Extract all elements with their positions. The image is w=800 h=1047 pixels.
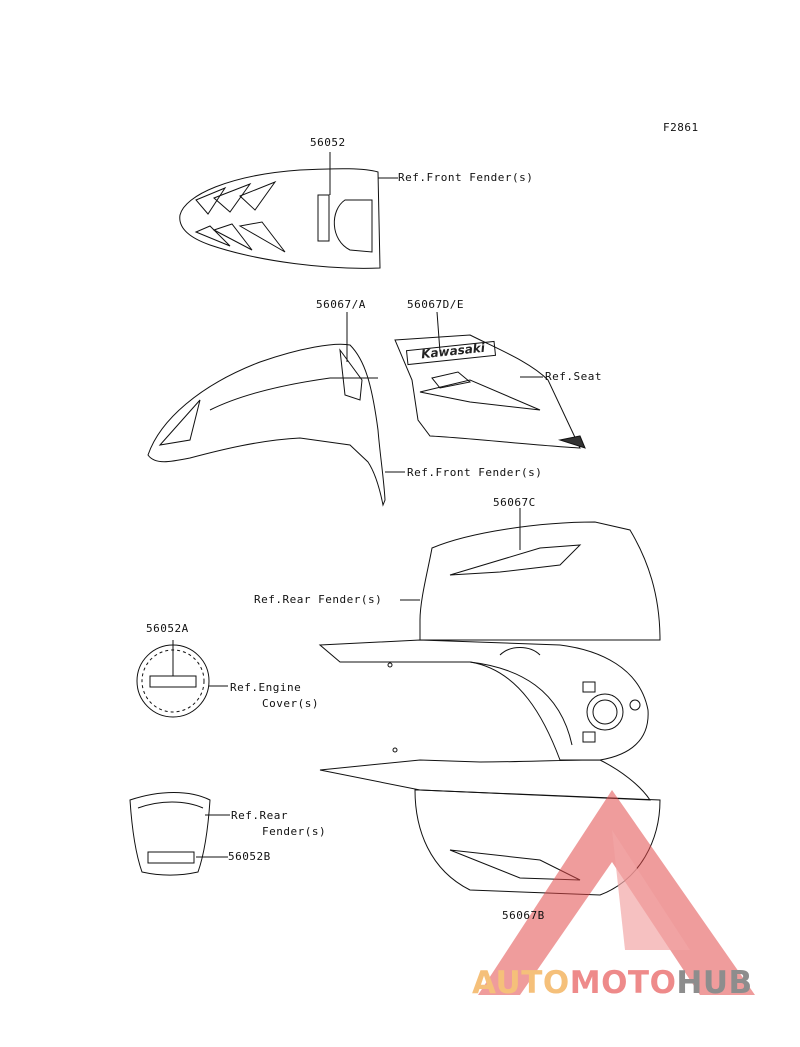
callout-ref-front-fender-mid: Ref.Front Fender(s): [407, 466, 543, 479]
rear-fender-assembly: [318, 521, 661, 896]
watermark-text: AUTOMOTOHUB: [472, 965, 753, 1001]
front-fender-top-view: [179, 168, 381, 269]
callout-56067b: 56067B: [502, 909, 545, 922]
callout-ref-seat: Ref.Seat: [545, 370, 602, 383]
watermark-logo-triangle: [478, 790, 755, 995]
callout-ref-front-fender-top: Ref.Front Fender(s): [398, 171, 534, 184]
callout-56052b: 56052B: [228, 850, 271, 863]
watermark-moto: MOTO: [569, 965, 677, 1001]
front-fender-side-view: [147, 343, 386, 507]
callout-ref-rear-fender: Fender(s): [262, 825, 327, 838]
watermark-hub: HUB: [676, 965, 753, 1001]
callout-ref-rear-fender-top: Ref.Rear Fender(s): [254, 593, 383, 606]
callout-ref-engine: Ref.Engine: [230, 681, 302, 694]
callout-56052: 56052: [310, 136, 346, 149]
callout-56067c: 56067C: [493, 496, 536, 509]
rear-fender-emblem-view: [129, 792, 211, 876]
callout-56067a: 56067/A: [316, 298, 366, 311]
callout-ref-engine-cover: Cover(s): [262, 697, 319, 710]
callout-56067de: 56067D/E: [407, 298, 464, 311]
figure-code: F2861: [663, 121, 699, 134]
side-cover-view: [394, 334, 586, 449]
watermark-auto: AUTO: [472, 965, 570, 1001]
callout-56052a: 56052A: [146, 622, 189, 635]
callout-ref-rear: Ref.Rear: [231, 809, 288, 822]
